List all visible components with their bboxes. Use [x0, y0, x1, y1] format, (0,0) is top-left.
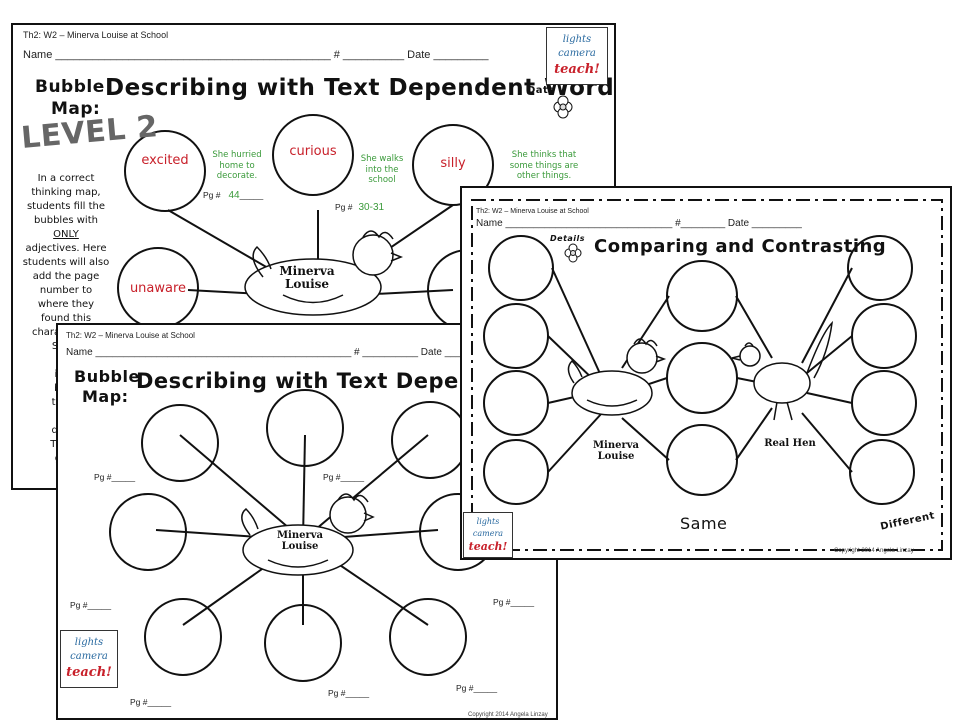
- name-date-line: Name ______________________________ #___…: [476, 218, 802, 229]
- left-character-name: Minerva Louise: [592, 440, 640, 462]
- worksheet-title: Comparing and Contrasting: [594, 236, 887, 257]
- copyright-notice: Copyright 2014 Angela Linzay: [468, 712, 548, 718]
- right-character-name: Real Hen: [764, 438, 816, 449]
- side-title-map: Map:: [82, 387, 129, 406]
- lights-camera-teach-logo: lights camera teach!: [463, 512, 513, 558]
- double-bubble-diagram: [471, 199, 943, 551]
- page-ref-value: 30-31: [358, 202, 385, 213]
- name-date-line: Name ___________________________________…: [66, 347, 490, 358]
- worksheet-compare-contrast: Th2: W2 – Minerva Louise at School Name …: [460, 186, 952, 560]
- name-date-line: Name ___________________________________…: [23, 49, 489, 61]
- date-fragment: Date: [527, 85, 556, 96]
- worksheet-blank-bubble-map: Th2: W2 – Minerva Louise at School Name …: [56, 323, 558, 720]
- page-ref-1: Pg #44_____: [203, 190, 264, 201]
- evidence-text-1: She hurried home to decorate.: [212, 150, 262, 182]
- worksheet-title: Describing with Text Dependent Words: [105, 75, 616, 101]
- adjective-excited: excited: [141, 153, 189, 168]
- page-ref-2: Pg # 30-31: [335, 202, 384, 213]
- page-ref-label: Pg #: [203, 190, 221, 200]
- page-ref-blank: Pg #_____: [328, 688, 370, 698]
- adjective-unaware: unaware: [129, 281, 187, 296]
- evidence-text-3: She thinks that some things are other th…: [509, 150, 579, 182]
- page-ref-label: Pg #: [335, 202, 353, 212]
- worksheet-header: Th2: W2 – Minerva Louise at School: [476, 208, 589, 215]
- lights-camera-teach-logo: lights camera teach!: [60, 630, 118, 688]
- details-label: Details: [550, 234, 586, 243]
- page-ref-blank: Pg #_____: [323, 472, 365, 482]
- page-ref-blank: Pg #_____: [456, 683, 498, 693]
- side-title-bubble: Bubble: [35, 77, 105, 97]
- center-character-name: Minerva Louise: [279, 264, 335, 292]
- page-ref-value: 44: [228, 190, 240, 201]
- level2-bubble-diagram: [117, 95, 573, 331]
- page-ref-blank: Pg #_____: [94, 472, 136, 482]
- page-ref-blank: Pg #_____: [130, 697, 172, 707]
- evidence-text-2: She walks into the school: [360, 154, 404, 186]
- worksheet-header: Th2: W2 – Minerva Louise at School: [66, 331, 195, 340]
- same-label: Same: [680, 514, 728, 533]
- worksheet-header: Th2: W2 – Minerva Louise at School: [23, 30, 169, 40]
- side-title-map: Map:: [51, 99, 101, 119]
- adjective-silly: silly: [440, 156, 466, 171]
- copyright-notice: Copyright 2014 Angela Linzay: [834, 548, 914, 554]
- blank-bubble-diagram: [109, 389, 497, 682]
- adjective-curious: curious: [289, 144, 337, 159]
- center-character-name: Minerva Louise: [276, 530, 324, 552]
- lights-camera-teach-logo: lights camera teach!: [546, 27, 608, 85]
- page-ref-blank: Pg #_____: [70, 600, 112, 610]
- side-title-bubble: Bubble: [74, 367, 140, 386]
- page-ref-blank: Pg #_____: [493, 597, 535, 607]
